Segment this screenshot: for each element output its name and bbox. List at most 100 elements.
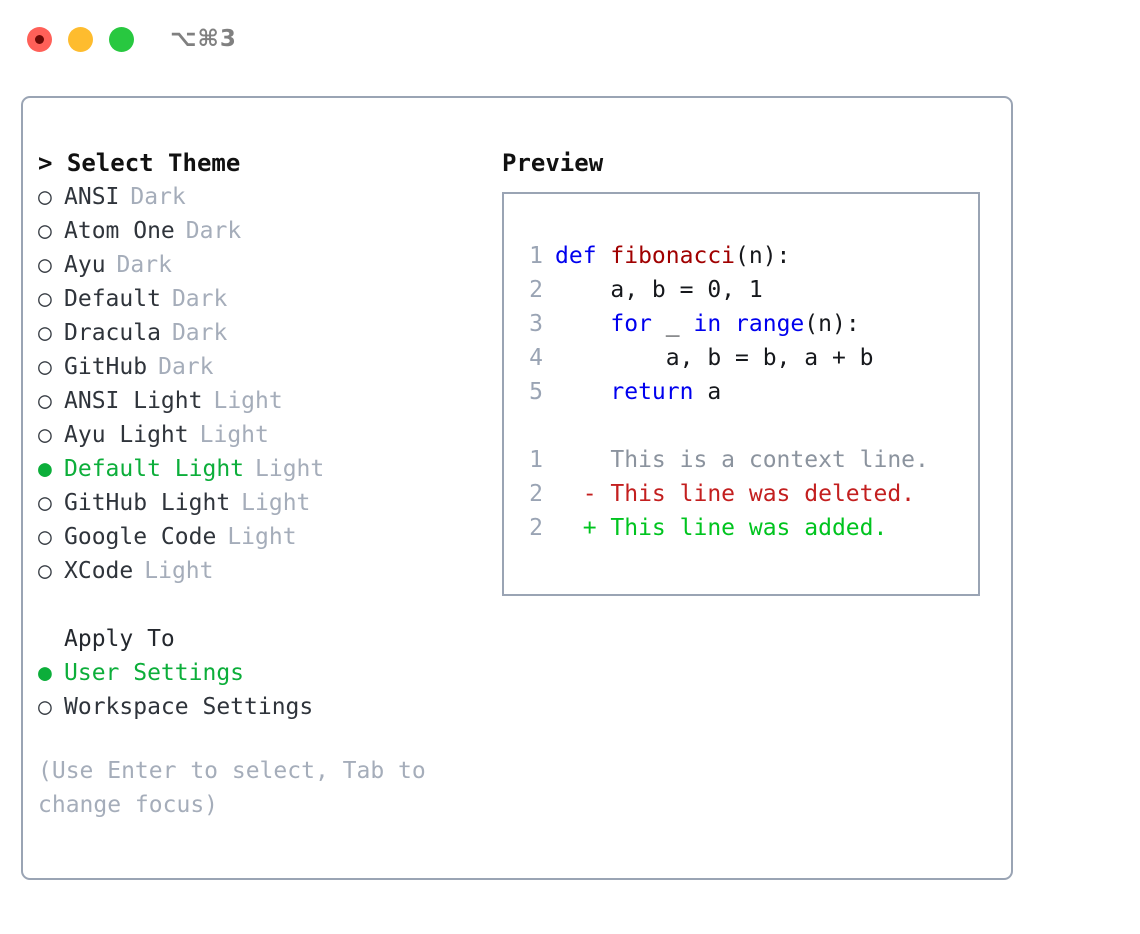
window-titlebar: ⌥⌘3: [0, 0, 1140, 78]
radio-unselected-icon: ○: [38, 490, 52, 516]
code-line: 3 for _ in range(n):: [517, 307, 970, 341]
theme-option-tag: Dark: [130, 184, 186, 210]
theme-option-tag: Light: [213, 388, 283, 414]
preview-heading: Preview: [502, 149, 604, 177]
theme-option-label: ANSI Light: [64, 388, 203, 414]
radio-unselected-icon: ○: [38, 218, 52, 244]
diff-line-ctx: 1 This is a context line.: [517, 443, 970, 477]
radio-unselected-icon: ○: [38, 252, 52, 278]
code-token: a, b = 0, 1: [555, 277, 763, 303]
code-line-text: a, b = 0, 1: [555, 273, 763, 307]
theme-option-label: Dracula: [64, 320, 161, 346]
diff-line-text: + This line was added.: [555, 515, 888, 541]
code-line-text: return a: [555, 375, 721, 409]
radio-unselected-icon: ○: [38, 286, 52, 312]
theme-option-tag: Light: [227, 524, 297, 550]
radio-selected-icon: ●: [38, 456, 52, 482]
code-line-text: for _ in range(n):: [555, 307, 860, 341]
theme-option-label: Ayu: [64, 252, 106, 278]
apply-to-list: ● User Settings ○ Workspace Settings: [38, 656, 483, 724]
theme-option-label: Atom One: [64, 218, 175, 244]
theme-option-github-light[interactable]: ○ GitHub Light Light: [38, 486, 483, 520]
theme-option-dracula[interactable]: ○ Dracula Dark: [38, 316, 483, 350]
apply-to-option-workspace-settings[interactable]: ○ Workspace Settings: [38, 690, 483, 724]
code-token: (n):: [735, 243, 791, 269]
code-token: a, b = b, a + b: [555, 345, 874, 371]
code-line: 2 a, b = 0, 1: [517, 273, 970, 307]
diff-line-text: This is a context line.: [555, 447, 929, 473]
code-token: range: [735, 311, 805, 337]
minimize-button[interactable]: [68, 26, 93, 52]
radio-unselected-icon: ○: [38, 558, 52, 584]
code-line-text: def fibonacci(n):: [555, 239, 790, 273]
theme-option-ayu[interactable]: ○ Ayu Dark: [38, 248, 483, 282]
traffic-light-group: [27, 26, 134, 52]
theme-option-tag: Light: [144, 558, 214, 584]
close-button[interactable]: [27, 26, 52, 52]
select-theme-heading: > Select Theme: [38, 149, 241, 177]
theme-option-xcode[interactable]: ○ XCode Light: [38, 554, 483, 588]
code-diff-separator: [517, 409, 970, 443]
theme-option-tag: Dark: [171, 286, 228, 312]
line-number: 2: [529, 515, 543, 541]
theme-option-ansi-light[interactable]: ○ ANSI Light Light: [38, 384, 483, 418]
line-number: 3: [529, 311, 543, 337]
code-token: in: [693, 311, 722, 337]
code-token: [555, 311, 610, 337]
theme-option-tag: Light: [199, 422, 269, 448]
line-number: 5: [529, 379, 543, 405]
theme-option-ayu-light[interactable]: ○ Ayu Light Light: [38, 418, 483, 452]
theme-option-ansi[interactable]: ○ ANSI Dark: [38, 180, 483, 214]
theme-option-default[interactable]: ○ Default Dark: [38, 282, 483, 316]
theme-option-label: GitHub Light: [64, 490, 231, 516]
theme-option-label: XCode: [64, 558, 134, 584]
diff-line-add: 2 + This line was added.: [517, 511, 970, 545]
radio-unselected-icon: ○: [38, 184, 52, 210]
radio-unselected-icon: ○: [38, 388, 52, 414]
radio-unselected-icon: ○: [38, 524, 52, 550]
code-token: a: [693, 379, 722, 405]
theme-option-tag: Light: [255, 456, 325, 482]
code-token: [721, 311, 735, 337]
theme-option-label: Ayu Light: [64, 422, 189, 448]
theme-option-tag: Dark: [116, 252, 172, 278]
theme-option-tag: Light: [241, 490, 311, 516]
code-token: def: [555, 243, 611, 269]
apply-to-option-label: User Settings: [64, 660, 245, 686]
apply-to-option-user-settings[interactable]: ● User Settings: [38, 656, 483, 690]
apply-to-option-label: Workspace Settings: [64, 694, 314, 720]
theme-option-tag: Dark: [158, 354, 214, 380]
list-spacer: [38, 588, 483, 622]
radio-unselected-icon: ○: [38, 320, 52, 346]
code-token: (n):: [804, 311, 860, 337]
radio-unselected-icon: ○: [38, 422, 52, 448]
code-token: return: [610, 379, 694, 405]
code-token: [555, 379, 610, 405]
maximize-button[interactable]: [109, 26, 134, 52]
diff-line-del: 2 - This line was deleted.: [517, 477, 970, 511]
line-number: 2: [529, 481, 543, 507]
theme-option-tag: Dark: [171, 320, 228, 346]
line-number: 2: [529, 277, 543, 303]
line-number: 4: [529, 345, 543, 371]
code-line-text: a, b = b, a + b: [555, 341, 874, 375]
radio-unselected-icon: ○: [38, 694, 52, 720]
keyboard-hint-text: (Use Enter to select, Tab to change focu…: [38, 758, 426, 818]
radio-unselected-icon: ○: [38, 354, 52, 380]
theme-option-label: ANSI: [64, 184, 120, 210]
apply-to-heading: Apply To: [64, 626, 175, 652]
radio-selected-icon: ●: [38, 660, 52, 686]
theme-option-label: Default: [64, 286, 161, 312]
code-line: 4 a, b = b, a + b: [517, 341, 970, 375]
code-token: fibonacci: [610, 243, 736, 269]
